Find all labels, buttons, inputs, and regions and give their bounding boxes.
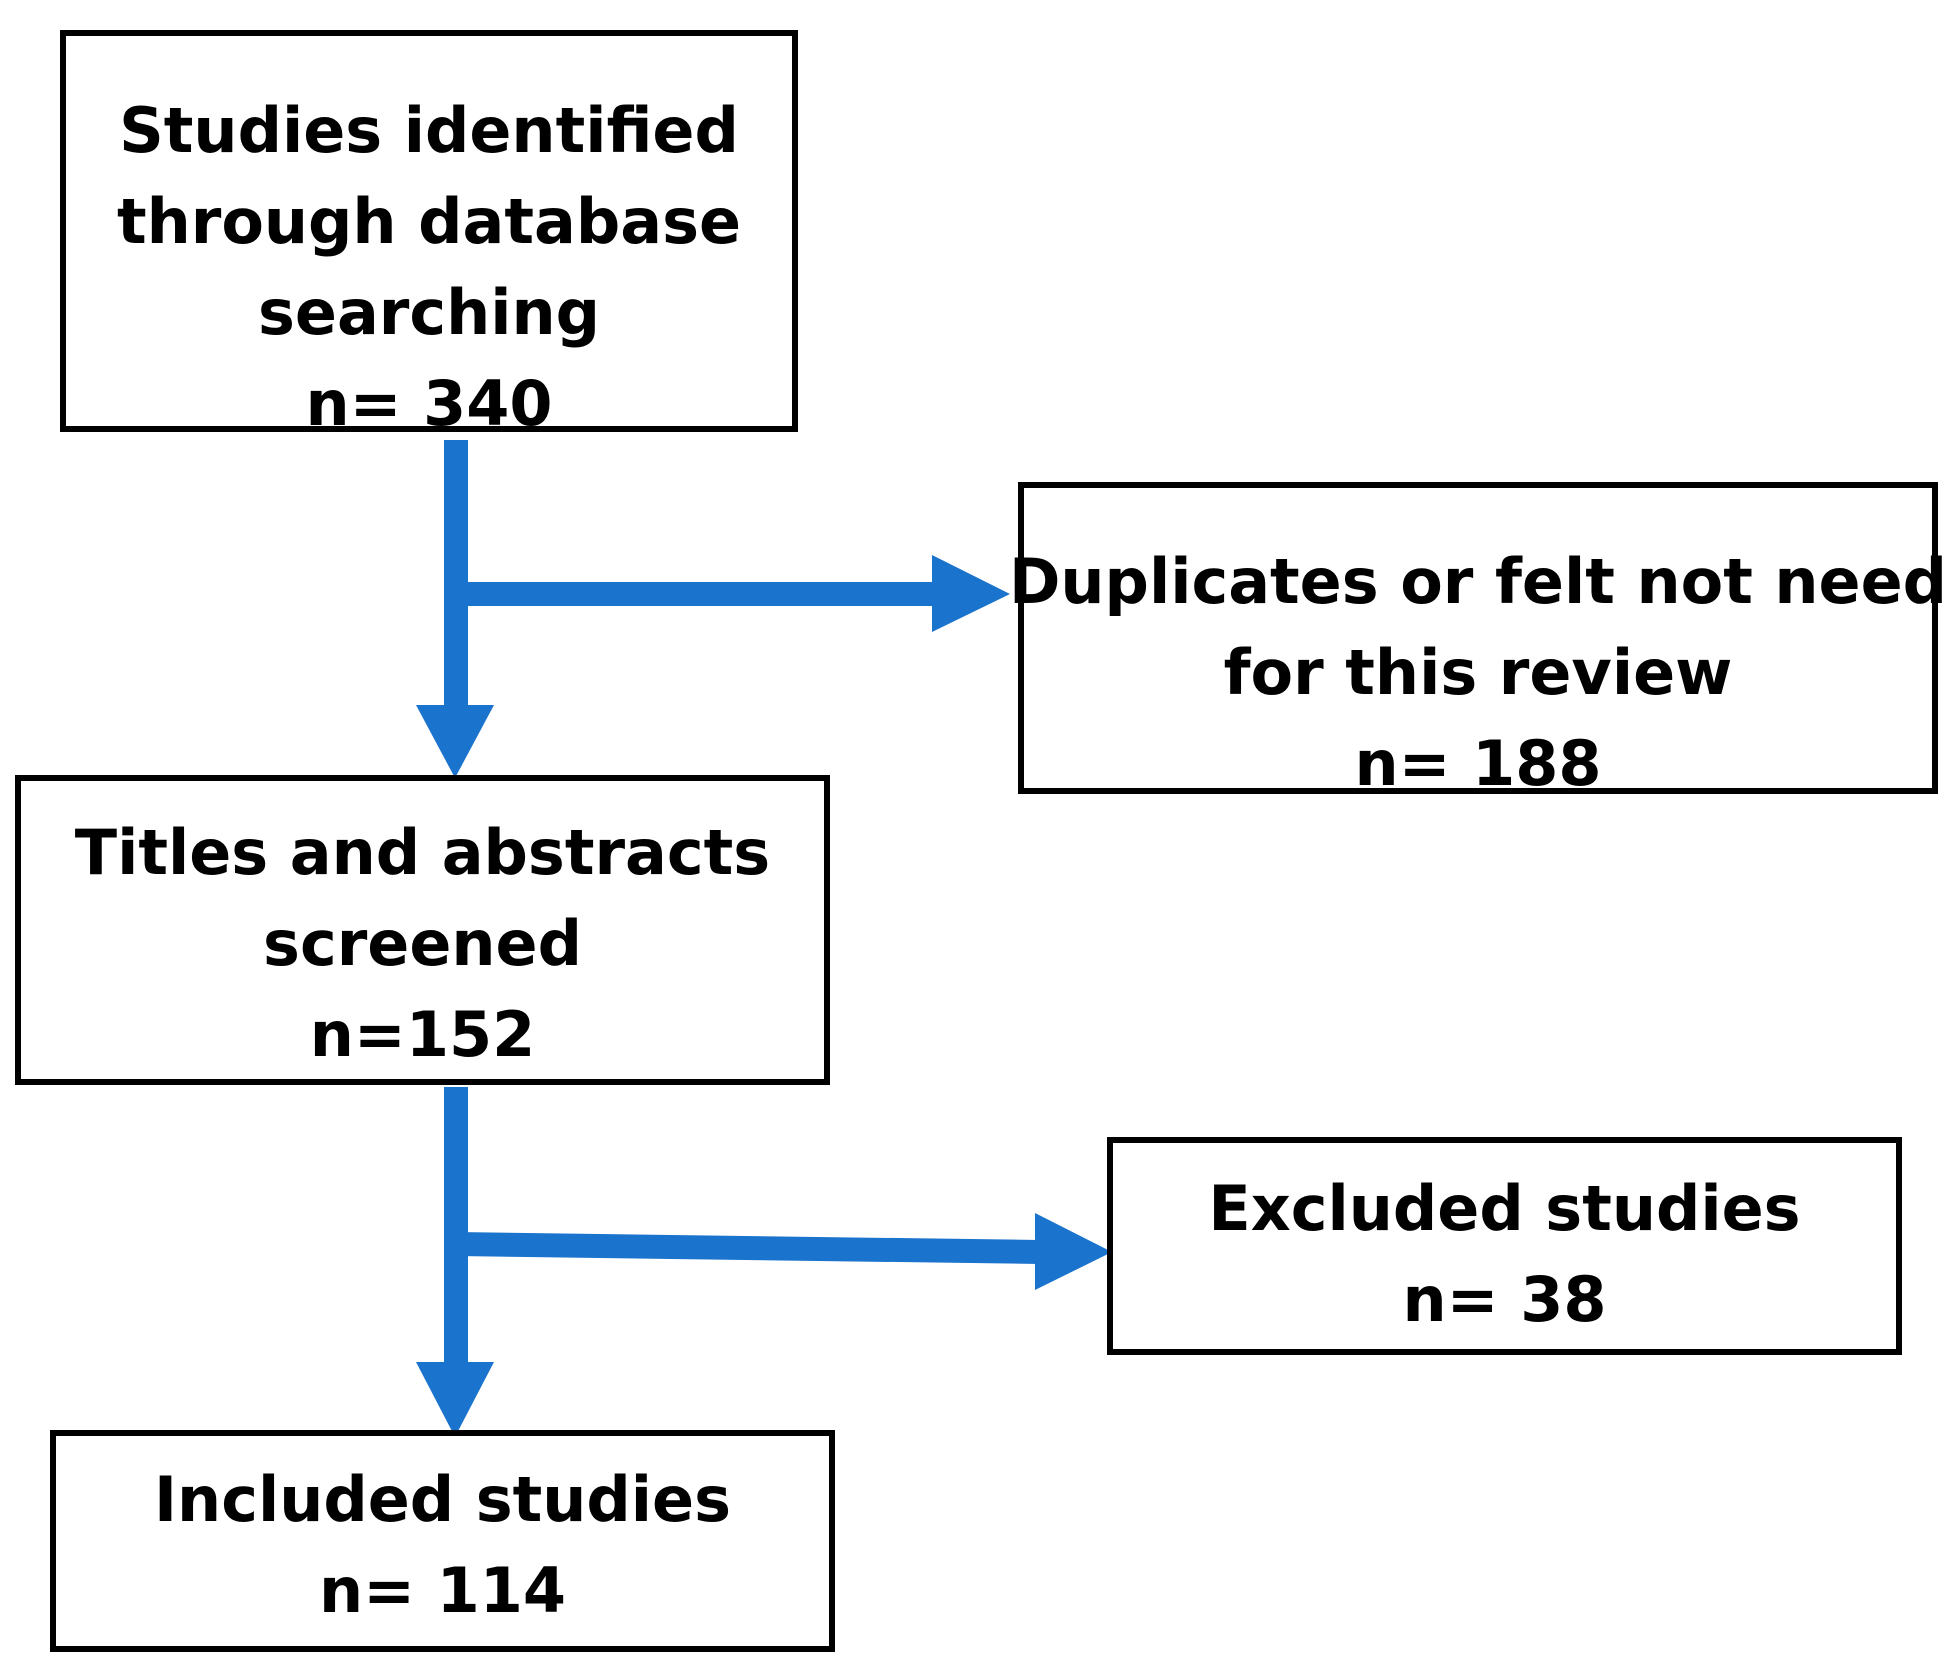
box-identified-count: n= 340 [305, 367, 553, 440]
arrow-shaft-screened-to-included [444, 1087, 468, 1370]
box-excluded-count: n= 38 [1402, 1263, 1607, 1336]
box-screened-line-1: Titles and abstracts [74, 816, 771, 889]
box-duplicates-count: n= 188 [1354, 727, 1602, 800]
box-identified-line-2: through database [116, 185, 742, 258]
box-titles-abstracts-screened: Titles and abstracts screened n=152 [15, 775, 830, 1085]
box-included-count: n= 114 [318, 1554, 567, 1627]
box-included-studies: Included studies n= 114 [50, 1430, 835, 1652]
box-screened-line-2: screened [263, 907, 582, 980]
arrow-head-screened-to-included [416, 1362, 494, 1437]
box-duplicates-removed: Duplicates or felt not need for this rev… [1009, 482, 1947, 800]
box-excluded-studies: Excluded studies n= 38 [1107, 1137, 1902, 1355]
box-identified-line-1: Studies identified [119, 94, 739, 167]
arrow-shaft-identified-to-screened [444, 440, 468, 713]
arrow-shaft-to-excluded [456, 1232, 1040, 1264]
box-studies-identified: Studies identified through database sear… [60, 30, 798, 440]
arrow-shaft-to-duplicates [456, 582, 936, 606]
arrow-head-to-excluded [1035, 1213, 1112, 1290]
box-duplicates-line-2: for this review [1223, 636, 1733, 709]
box-included-line-1: Included studies [153, 1463, 731, 1536]
arrow-head-to-duplicates [932, 555, 1010, 632]
box-duplicates-line-1: Duplicates or felt not need [1008, 545, 1948, 618]
box-screened-count: n=152 [309, 998, 536, 1071]
arrow-head-identified-to-screened [416, 705, 494, 778]
box-identified-line-3: searching [257, 276, 601, 349]
box-excluded-line-1: Excluded studies [1208, 1172, 1801, 1245]
